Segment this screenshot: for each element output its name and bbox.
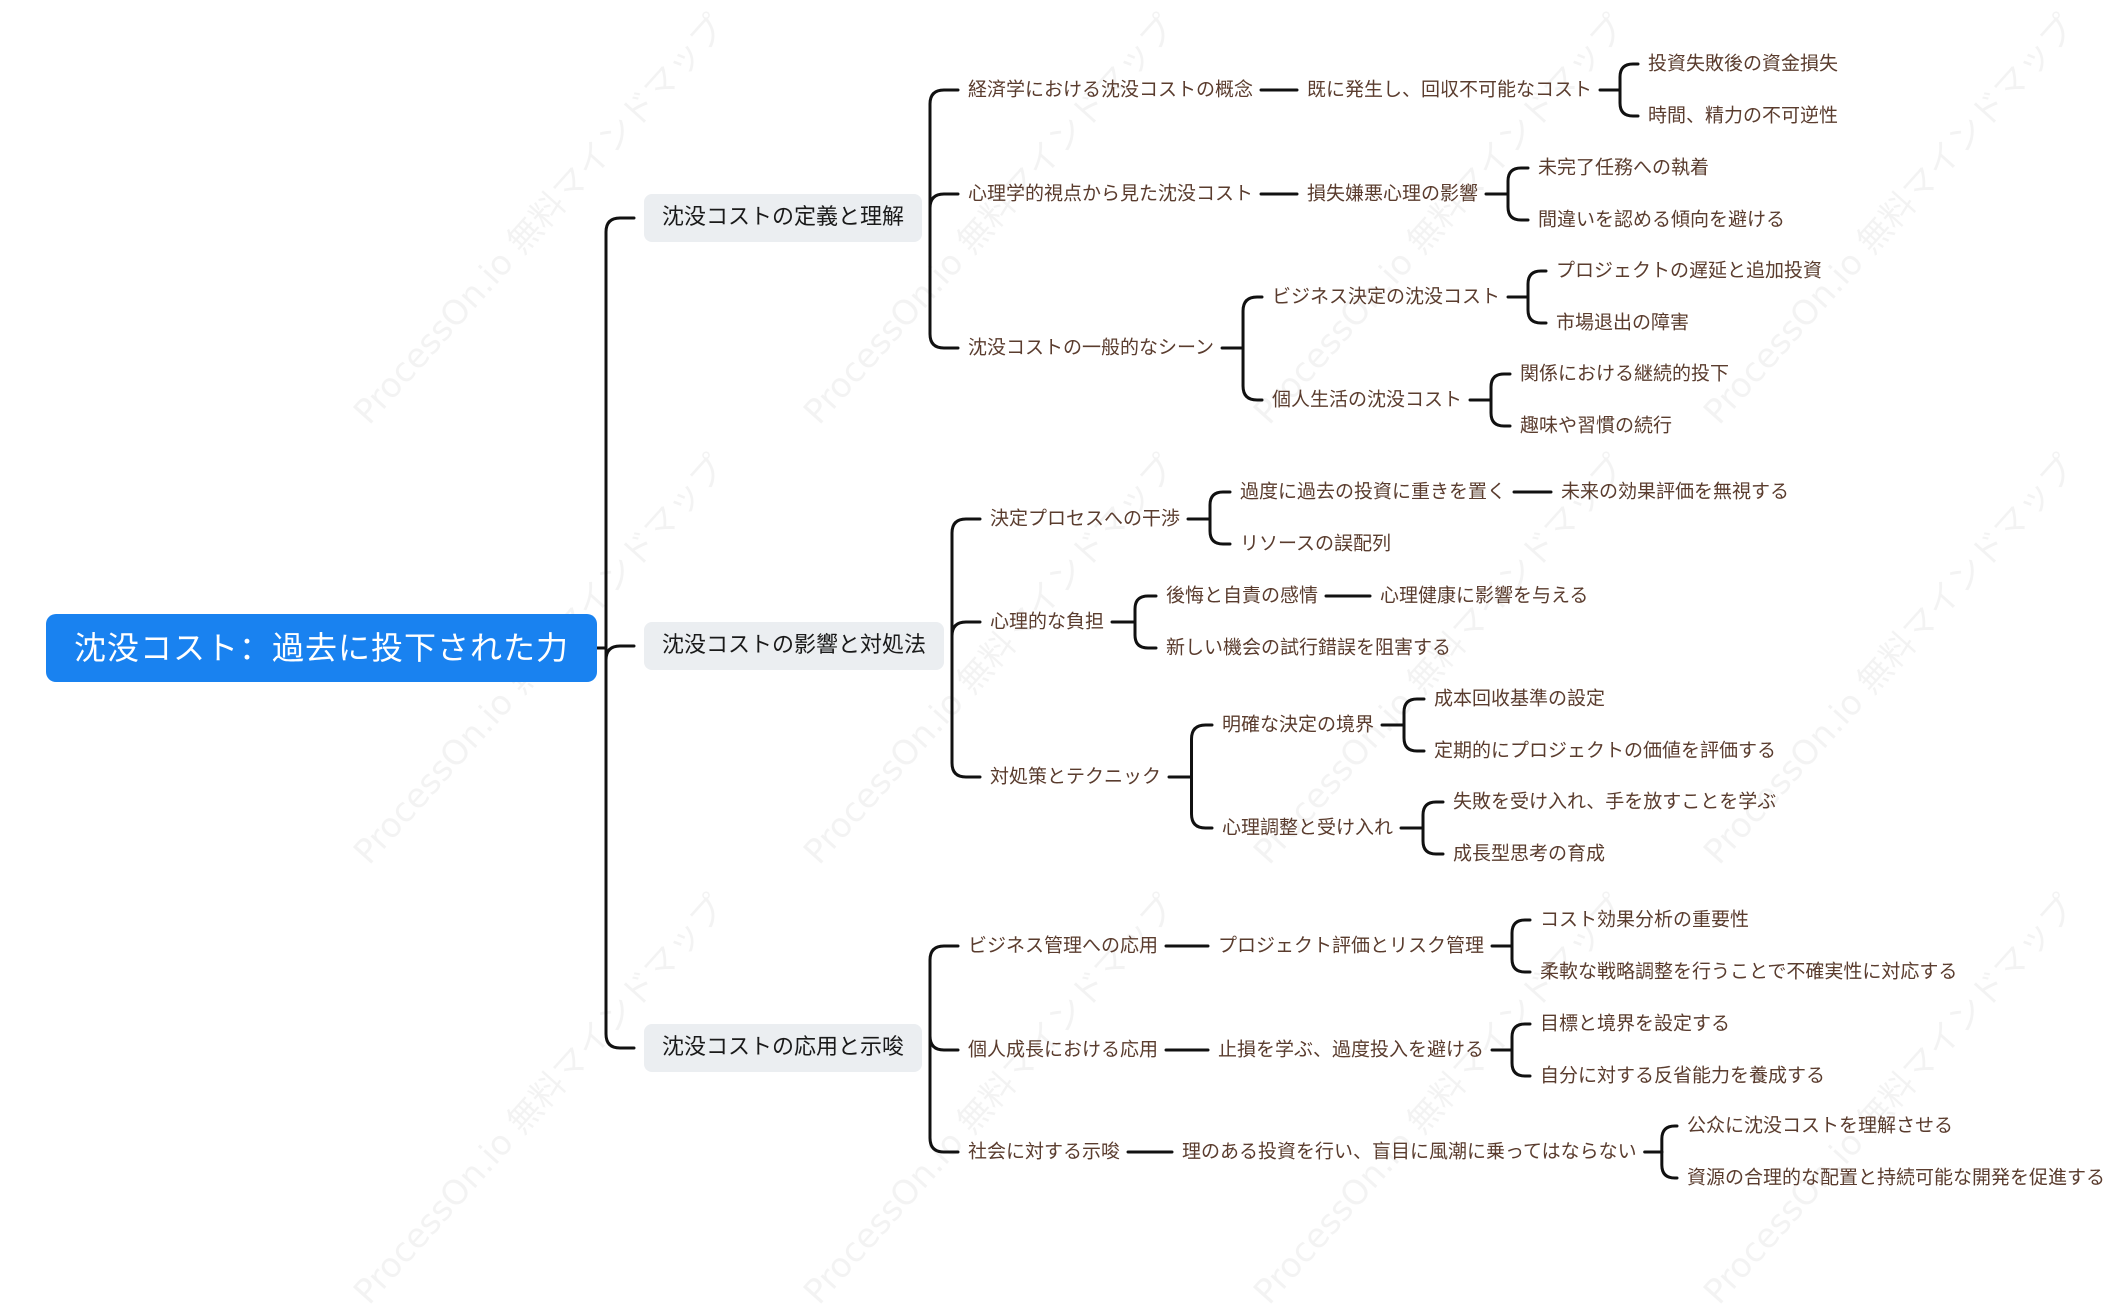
topic-clear-boundaries[interactable]: 明確な決定の境界: [1222, 713, 1375, 736]
topic-resource-misallocation[interactable]: リソースの誤配列: [1240, 532, 1392, 555]
connector-lines: [595, 62, 1679, 1180]
branch-impact[interactable]: 沈没コストの影響と対処法: [644, 622, 945, 670]
connector-n02-0: [1241, 295, 1264, 350]
connector-n2-2: [928, 1046, 960, 1154]
connector-n210-1: [1510, 1048, 1532, 1078]
connector-n200-1: [1510, 944, 1532, 974]
connector-n-0: [604, 216, 636, 650]
topic-business-decision[interactable]: ビジネス決定の沈没コスト: [1272, 285, 1501, 308]
connector-n12-0: [1190, 723, 1214, 779]
topic-economics[interactable]: 経済学における沈没コストの概念: [968, 78, 1254, 101]
topic-ignore-future[interactable]: 未来の効果評価を無視する: [1561, 480, 1790, 503]
connector-n1-1: [950, 620, 982, 648]
connector-n200-0: [1510, 918, 1532, 948]
connector-n1-2: [950, 644, 982, 779]
topic-growth-mindset[interactable]: 成長型思考の育成: [1453, 842, 1606, 865]
connector-n2-0: [928, 944, 960, 1050]
topic-countermeasures[interactable]: 対処策とテクニック: [990, 765, 1162, 788]
topic-common-scenes[interactable]: 沈没コストの一般的なシーン: [968, 336, 1215, 359]
topic-psychology[interactable]: 心理学的視点から見た沈没コスト: [968, 182, 1254, 205]
topic-cost-benefit[interactable]: コスト効果分析の重要性: [1540, 908, 1750, 931]
connector-n000-0: [1618, 62, 1640, 92]
topic-sustainable-development[interactable]: 資源の合理的な配置と持続可能な開発を促進する: [1687, 1166, 2106, 1189]
topic-funds-loss[interactable]: 投資失敗後の資金損失: [1648, 52, 1839, 75]
topic-periodic-evaluation[interactable]: 定期的にプロジェクトの価値を評価する: [1434, 739, 1777, 762]
topic-loss-aversion[interactable]: 損失嫌悪心理の影響: [1307, 182, 1479, 205]
connector-n10-0: [1208, 490, 1232, 521]
topic-relationship[interactable]: 関係における継続的投下: [1520, 362, 1730, 385]
topic-block-new-chances[interactable]: 新しい機会の試行錯誤を阻害する: [1166, 636, 1452, 659]
topic-let-go[interactable]: 失敗を受け入れ、手を放すことを学ぶ: [1453, 790, 1777, 813]
topic-personal-life[interactable]: 個人生活の沈没コスト: [1272, 388, 1463, 411]
connector-n0-1: [928, 192, 960, 220]
topic-social-implications[interactable]: 社会に対する示唆: [968, 1140, 1121, 1163]
connector-n12-1: [1190, 775, 1214, 830]
connector-n220-0: [1660, 1124, 1679, 1154]
connector-n121-1: [1421, 826, 1445, 856]
topic-rational-investment[interactable]: 理のある投資を行い、盲目に風潮に乗ってはならない: [1182, 1140, 1637, 1163]
connector-n0-0: [928, 88, 960, 220]
topic-unfinished-attachment[interactable]: 未完了任務への執着: [1538, 156, 1710, 179]
topic-project-risk[interactable]: プロジェクト評価とリスク管理: [1218, 934, 1485, 957]
topic-business-management[interactable]: ビジネス管理への応用: [968, 934, 1159, 957]
connector-n-1: [604, 644, 636, 662]
connector-n120-0: [1402, 697, 1426, 727]
topic-acceptance[interactable]: 心理調整と受け入れ: [1222, 816, 1394, 839]
topic-mental-health[interactable]: 心理健康に影響を与える: [1380, 584, 1589, 607]
topic-avoid-admitting[interactable]: 間違いを認める傾向を避ける: [1538, 208, 1786, 231]
topic-project-delay[interactable]: プロジェクトの遅延と追加投資: [1556, 259, 1823, 282]
connector-n11-0: [1133, 594, 1158, 624]
connector-n210-0: [1510, 1022, 1532, 1052]
topic-regret[interactable]: 後悔と自責の感情: [1166, 584, 1319, 607]
connector-n-2: [604, 646, 636, 1050]
connector-n000-1: [1618, 88, 1640, 118]
connector-n10-1: [1208, 517, 1232, 546]
root-topic[interactable]: 沈没コスト：過去に投下された力: [46, 614, 598, 682]
connector-n010-0: [1506, 166, 1530, 196]
topic-market-exit[interactable]: 市場退出の障害: [1556, 311, 1690, 334]
connector-n2-1: [928, 1034, 960, 1052]
topic-unrecoverable-cost[interactable]: 既に発生し、回収不可能なコスト: [1307, 78, 1593, 101]
topic-recovery-criteria[interactable]: 成本回收基準の設定: [1434, 687, 1606, 710]
connector-n121-0: [1421, 800, 1445, 830]
connector-n220-1: [1660, 1150, 1679, 1180]
topic-personal-growth[interactable]: 個人成長における応用: [968, 1038, 1159, 1061]
topic-flexible-strategy[interactable]: 柔軟な戦略調整を行うことで不確実性に対応する: [1540, 960, 1958, 983]
connector-n0-2: [928, 216, 960, 350]
connector-n010-1: [1506, 192, 1530, 222]
branch-application[interactable]: 沈没コストの応用と示唆: [644, 1024, 923, 1072]
topic-set-goals[interactable]: 目標と境界を設定する: [1540, 1012, 1731, 1035]
connector-n02-1: [1241, 346, 1264, 402]
topic-decision-interference[interactable]: 決定プロセスへの干渉: [990, 507, 1181, 530]
topic-psychological-burden[interactable]: 心理的な負担: [990, 610, 1105, 633]
connector-n021-1: [1489, 398, 1512, 428]
connector-n1-0: [950, 517, 982, 648]
topic-time-irreversible[interactable]: 時間、精力の不可逆性: [1648, 104, 1839, 127]
connector-n020-1: [1526, 295, 1548, 325]
connector-n020-0: [1526, 269, 1548, 299]
topic-public-understanding[interactable]: 公众に沈没コストを理解させる: [1687, 1114, 1954, 1137]
topic-stop-loss[interactable]: 止損を学ぶ、過度投入を避ける: [1218, 1038, 1485, 1061]
connector-n021-0: [1489, 372, 1512, 402]
topic-overweight-past[interactable]: 過度に過去の投資に重きを置く: [1240, 480, 1507, 503]
connector-n120-1: [1402, 723, 1426, 753]
topic-self-reflection[interactable]: 自分に対する反省能力を養成する: [1540, 1064, 1826, 1087]
connector-n11-1: [1133, 620, 1158, 650]
branch-definition[interactable]: 沈没コストの定義と理解: [644, 194, 923, 242]
topic-hobbies[interactable]: 趣味や習慣の続行: [1520, 414, 1673, 437]
